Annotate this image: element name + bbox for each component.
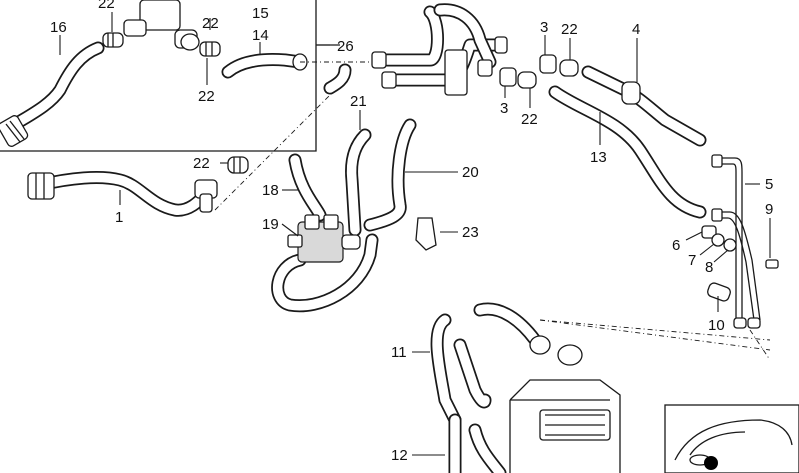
callout-19: 19: [262, 216, 279, 233]
callout-4: 4: [632, 21, 640, 38]
pipe-5: [711, 154, 761, 329]
hose-18: [288, 153, 327, 222]
hose-1: [27, 171, 218, 217]
valve-19: [287, 214, 361, 263]
hose-11: [430, 302, 583, 427]
clamp-22-top-right: [199, 41, 221, 57]
callout-8: 8: [705, 259, 713, 276]
callout-11: 11: [391, 344, 407, 361]
seal-3-upper: [539, 54, 557, 74]
part-9-bolt: [765, 259, 779, 269]
clamp-22-lower-right: [517, 71, 537, 89]
callout-22: 22: [561, 21, 578, 38]
part-7-seal: [711, 233, 725, 247]
seal-3-lower: [499, 67, 517, 87]
clamp-22-top-left: [102, 32, 124, 48]
hose-4: [581, 65, 707, 147]
callout-22: 22: [198, 88, 215, 105]
callout-6: 6: [672, 237, 680, 254]
callout-14: 14: [252, 27, 269, 44]
part-10-bracket: [707, 282, 731, 302]
valve-body-15: [123, 0, 200, 51]
engine-block: [509, 379, 621, 473]
hose-12: [448, 413, 507, 473]
callout-13: 13: [590, 149, 607, 166]
hose-13: [548, 85, 707, 219]
callout-10: 10: [708, 317, 725, 334]
callout-16: 16: [50, 19, 67, 36]
clip-23: [415, 217, 437, 251]
callout-22: 22: [193, 155, 210, 172]
hose-21: [345, 128, 372, 237]
callout-12: 12: [391, 447, 408, 464]
callout-22: 22: [521, 111, 538, 128]
car-location-dot-icon: [704, 456, 718, 470]
callout-7: 7: [688, 252, 696, 269]
callout-15: 15: [252, 5, 269, 22]
pipe-assembly-26: [323, 3, 508, 96]
callout-22: 22: [202, 15, 219, 32]
callout-3: 3: [500, 100, 508, 117]
callout-labels: 22 22 15 16 14 26 22 3 22 4 3 22 21 13 2…: [50, 0, 773, 464]
hose-14: [221, 53, 308, 79]
callout-23: 23: [462, 224, 479, 241]
car-location-inset: [664, 404, 799, 473]
hose-16: [0, 41, 105, 147]
callout-26: 26: [337, 38, 354, 55]
hose-20: [363, 118, 417, 232]
clamp-22-upper-right: [559, 59, 579, 77]
callout-20: 20: [462, 164, 479, 181]
callout-9: 9: [765, 201, 773, 218]
leader-lines: [59, 12, 771, 456]
part-8-seal: [723, 238, 737, 252]
callout-3: 3: [540, 19, 548, 36]
clamp-22-mid: [227, 156, 249, 174]
callout-5: 5: [765, 176, 773, 193]
callout-18: 18: [262, 182, 279, 199]
hose-loop-lower: [271, 233, 379, 313]
callout-21: 21: [350, 93, 367, 110]
callout-22: 22: [98, 0, 115, 12]
callout-1: 1: [115, 209, 123, 226]
